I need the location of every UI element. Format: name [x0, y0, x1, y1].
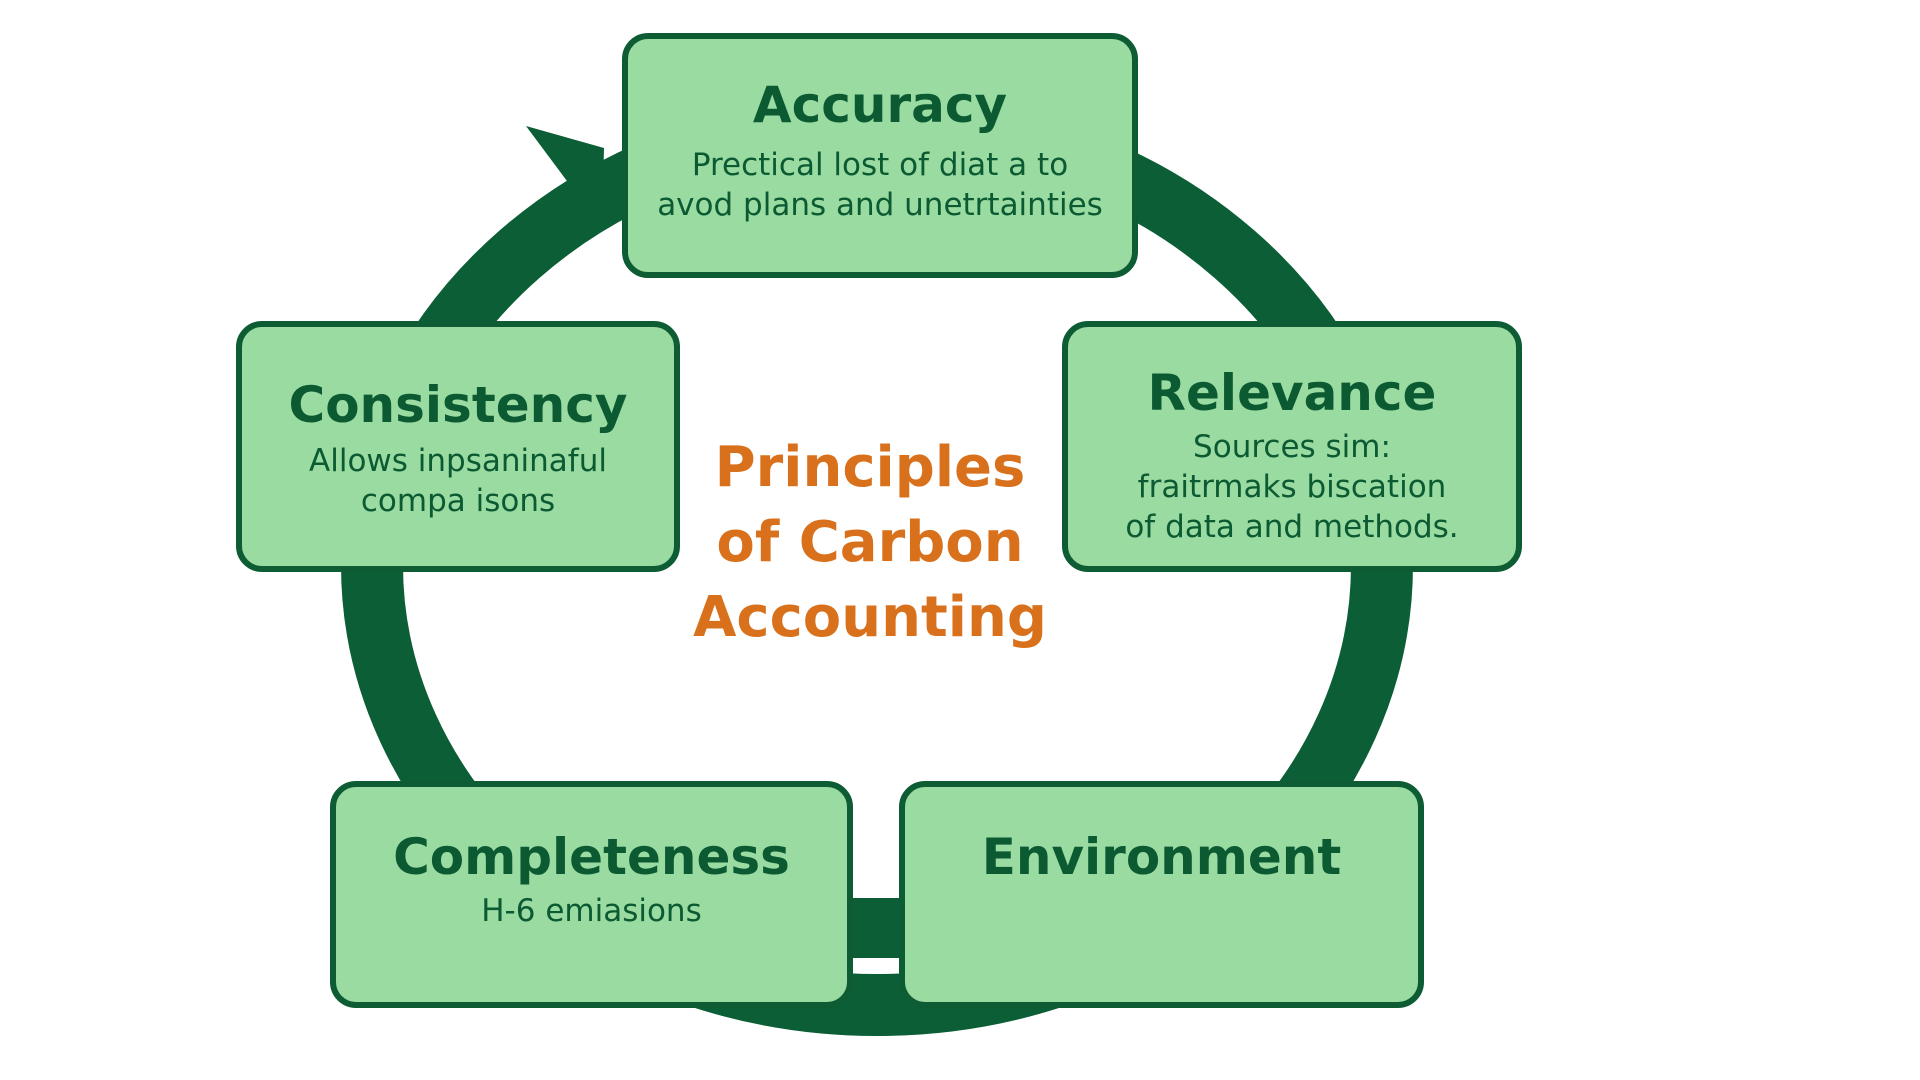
- principle-box-completeness: Completeness H-6 emiasions: [330, 781, 853, 1008]
- principle-box-environment: Environment: [899, 781, 1424, 1008]
- principle-description: Allows inpsaninaful compa isons: [309, 443, 607, 519]
- bottom-connector: [850, 898, 902, 958]
- principle-description: H-6 emiasions: [481, 893, 702, 929]
- arrowhead-icon: [526, 126, 604, 228]
- center-title-line: Accounting: [693, 585, 1047, 650]
- principle-title: Consistency: [288, 376, 628, 434]
- principle-title: Environment: [981, 828, 1342, 886]
- principle-description: Prectical lost of diat a to avod plans a…: [657, 147, 1103, 223]
- principle-title: Relevance: [1147, 364, 1437, 422]
- principle-title: Accuracy: [752, 76, 1008, 134]
- center-title-line: Principles: [714, 435, 1026, 500]
- principle-title: Completeness: [393, 828, 790, 886]
- principle-box-accuracy: Accuracy Prectical lost of diat a to avo…: [622, 33, 1138, 278]
- principle-box-relevance: Relevance Sources sim: fraitrmaks biscat…: [1062, 321, 1522, 572]
- center-title: Principles of Carbon Accounting: [640, 430, 1100, 655]
- center-title-line: of Carbon: [716, 510, 1024, 575]
- principle-description: Sources sim: fraitrmaks biscation of dat…: [1125, 429, 1459, 545]
- principle-box-consistency: Consistency Allows inpsaninaful compa is…: [236, 321, 680, 572]
